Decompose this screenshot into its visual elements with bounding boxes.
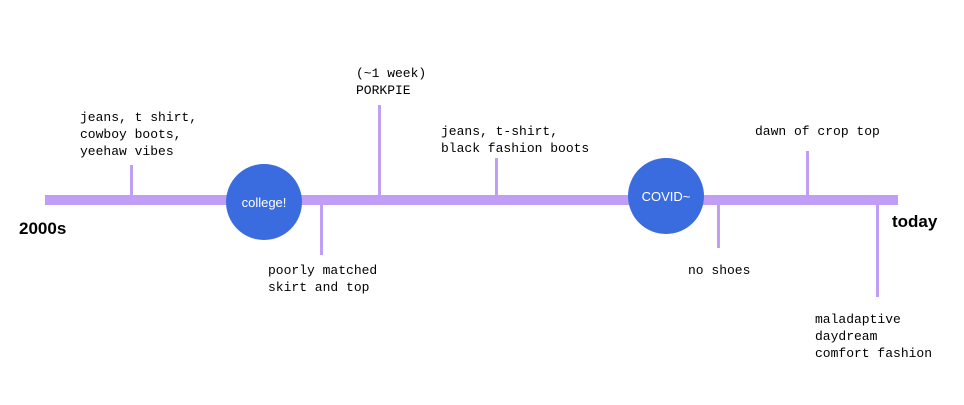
milestone-covid: COVID~	[628, 158, 704, 234]
event-poorly-matched: poorly matched skirt and top	[268, 263, 378, 295]
event-no-shoes: no shoes	[688, 263, 751, 278]
event-tick-jeans-cowboy-boots	[130, 165, 133, 197]
milestone-college: college!	[226, 164, 302, 240]
event-porkpie: (~1 week) PORKPIE	[356, 66, 427, 98]
event-crop-top: dawn of crop top	[755, 124, 880, 139]
event-comfort-fashion: maladaptive daydream comfort fashion	[815, 312, 933, 361]
event-tick-comfort-fashion	[876, 203, 879, 297]
timeline-start-label: 2000s	[19, 219, 67, 238]
event-tick-no-shoes	[717, 203, 720, 248]
event-jeans-cowboy-boots: jeans, t shirt, cowboy boots, yeehaw vib…	[80, 110, 198, 159]
event-tick-black-fashion-boots	[495, 158, 498, 197]
timeline-end-label: today	[892, 212, 938, 231]
timeline-bar	[45, 195, 898, 205]
event-tick-porkpie	[378, 105, 381, 197]
event-black-fashion-boots: jeans, t-shirt, black fashion boots	[441, 124, 590, 156]
event-tick-poorly-matched	[320, 203, 323, 255]
event-tick-crop-top	[806, 151, 809, 197]
